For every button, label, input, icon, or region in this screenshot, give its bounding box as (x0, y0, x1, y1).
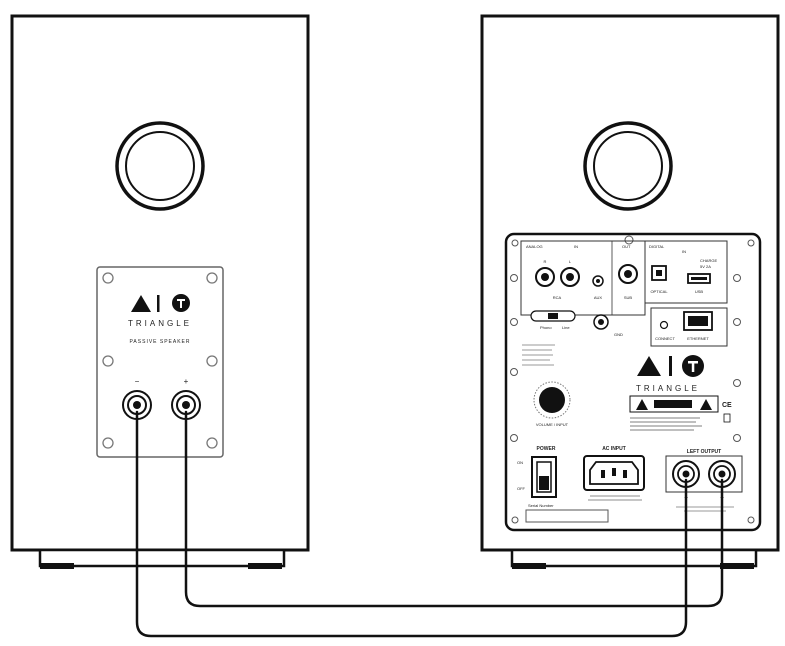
aux-jack[interactable] (592, 275, 604, 287)
binding-post-plus[interactable] (171, 390, 201, 420)
sub-output-jack[interactable] (618, 264, 638, 284)
charge-label: CHARGE (700, 258, 717, 263)
weee-bin-icon (723, 413, 731, 423)
input-notes-lines (522, 344, 555, 366)
connect-label: CONNECT (655, 336, 675, 341)
binding-post-minus[interactable] (122, 390, 152, 420)
warning-label (629, 395, 719, 431)
left-bass-port (115, 121, 205, 211)
output-post-plus[interactable] (708, 460, 736, 488)
right-foot-pad (512, 563, 546, 569)
aux-label: AUX (594, 295, 603, 300)
serial-number-box (525, 509, 609, 523)
ethernet-port[interactable] (683, 311, 713, 331)
passive-speaker-label: PASSIVE SPEAKER (129, 339, 190, 345)
rca-input-r[interactable] (535, 267, 555, 287)
right-brand-text: TRIANGLE (636, 384, 700, 393)
left-plus-label: + (184, 377, 189, 386)
digital-label: DIGITAL (649, 244, 665, 249)
line-label: Line (562, 325, 570, 330)
phono-label: Phono (540, 325, 552, 330)
left-output-label: LEFT OUTPUT (687, 449, 721, 455)
ce-mark-icon: CE (722, 402, 732, 409)
ac-spec-lines (588, 495, 642, 501)
left-brand-text: TRIANGLE (128, 319, 192, 328)
gnd-label: GND (614, 332, 623, 337)
power-label: POWER (537, 446, 556, 452)
ethernet-label: ETHERNET (687, 336, 709, 341)
sub-out-label: OUT (622, 244, 631, 249)
right-foot-pad (720, 563, 754, 569)
power-switch[interactable] (531, 456, 557, 498)
ac-inlet[interactable] (583, 455, 645, 491)
digital-section (644, 240, 728, 304)
rca-label: RCA (553, 295, 562, 300)
left-terminal-plate: TRIANGLE PASSIVE SPEAKER − + (96, 266, 224, 458)
left-minus-label: − (135, 377, 140, 386)
usb-port[interactable] (687, 273, 711, 284)
triangle-logo-icon (637, 355, 704, 377)
charge-spec-label: 5V 2A (700, 264, 711, 269)
sub-label: SUB (624, 295, 633, 300)
rca-l-label: L (569, 259, 572, 264)
volume-knob[interactable] (533, 381, 571, 419)
cable-minus (135, 410, 688, 638)
connect-button[interactable] (659, 320, 669, 330)
speaker-cables (135, 410, 724, 638)
plate-screw-icon (102, 272, 218, 449)
volume-label: VOLUME / INPUT (536, 422, 569, 427)
rca-input-l[interactable] (560, 267, 580, 287)
left-foot-base (38, 548, 286, 568)
optical-input[interactable] (651, 265, 667, 281)
power-off-label: OFF (517, 486, 526, 491)
analog-label: ANALOG (526, 244, 543, 249)
right-speaker: ANALOG IN OUT R L RCA AUX SUB (480, 14, 780, 569)
rca-r-label: R (544, 259, 547, 264)
cable-plus (184, 410, 724, 608)
left-foot-pad (40, 563, 74, 569)
gnd-terminal[interactable] (593, 314, 609, 330)
triangle-logo-icon (131, 294, 190, 312)
left-foot-pad (248, 563, 282, 569)
panel-screw-icon (510, 235, 755, 524)
ac-input-label: AC INPUT (602, 446, 626, 452)
right-bass-port (583, 121, 673, 211)
power-on-label: ON (517, 460, 523, 465)
left-speaker: TRIANGLE PASSIVE SPEAKER − + (10, 14, 310, 569)
analog-in-label: IN (574, 244, 578, 249)
left-output-section (665, 455, 743, 493)
network-section (650, 307, 728, 347)
serial-number-label: Serial Number (528, 503, 554, 508)
digital-in-label: IN (682, 249, 686, 254)
rear-panel: ANALOG IN OUT R L RCA AUX SUB (504, 232, 762, 532)
usb-label: USB (695, 289, 704, 294)
optical-label: OPTICAL (650, 289, 668, 294)
right-foot-base (510, 548, 758, 568)
